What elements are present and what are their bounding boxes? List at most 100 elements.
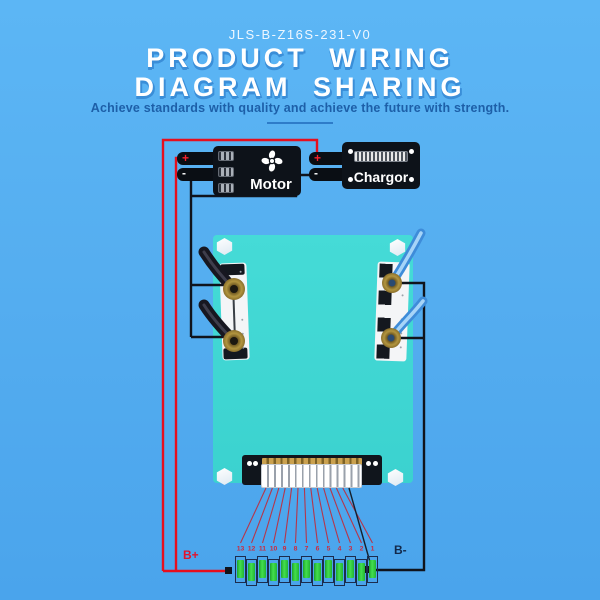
motor-plus-terminal: + xyxy=(177,152,214,165)
fan-icon xyxy=(261,150,283,172)
title-line-2: DIAGRAM SHARING xyxy=(134,72,466,102)
battery-cell: 2 xyxy=(356,545,367,590)
battery-cell: 6 xyxy=(312,545,323,590)
cell-number: 1 xyxy=(370,544,375,553)
terminal-block-icon xyxy=(218,151,234,161)
sense-wire-red xyxy=(316,487,330,544)
sense-wire-red xyxy=(342,487,373,544)
b-plus-terminal-dot xyxy=(225,567,232,574)
cell-outline xyxy=(323,556,334,583)
sense-wire-red xyxy=(310,487,319,544)
cell-outline xyxy=(279,556,290,583)
cell-outline xyxy=(268,559,279,586)
connector-body xyxy=(261,464,362,488)
cell-outline xyxy=(345,556,356,583)
cell-number: 13 xyxy=(236,544,245,553)
screw-post-icon xyxy=(389,239,406,256)
sense-wire-red xyxy=(335,487,363,544)
balance-connector xyxy=(242,455,382,488)
battery-cell: 10 xyxy=(268,545,279,590)
sense-wires xyxy=(240,487,373,544)
cell-body xyxy=(259,560,266,578)
sense-wire-red xyxy=(261,487,280,544)
cell-body xyxy=(314,563,321,581)
connector-hole-icon xyxy=(373,461,378,466)
cell-number: 7 xyxy=(304,544,309,553)
screw-icon xyxy=(409,149,414,154)
black-power-wires xyxy=(182,173,426,572)
motor-minus-terminal: - xyxy=(177,167,214,181)
sense-wire-red xyxy=(272,487,286,544)
model-code: JLS-B-Z16S-231-V0 xyxy=(228,27,372,42)
sense-wire-black xyxy=(348,487,371,563)
sense-wire-red xyxy=(240,487,267,544)
cell-outline xyxy=(257,556,268,583)
connector-pins xyxy=(262,458,362,465)
battery-cell: 5 xyxy=(323,545,334,590)
solder-core xyxy=(388,279,396,287)
cell-outline xyxy=(246,559,257,586)
screw-post-icon xyxy=(216,468,233,485)
cell-number: 9 xyxy=(282,544,287,553)
battery-cell: 4 xyxy=(334,545,345,590)
sense-wire-red xyxy=(250,487,273,544)
cell-outline xyxy=(334,559,345,586)
b-minus-label: B- xyxy=(394,543,407,557)
sense-wire-red xyxy=(283,487,293,544)
motor-label: Motor xyxy=(250,176,292,193)
chargor-box: Chargor xyxy=(342,142,420,189)
sense-wire-red xyxy=(329,487,352,544)
cell-body xyxy=(237,560,244,578)
cell-number: 8 xyxy=(293,544,298,553)
cell-body xyxy=(336,563,343,581)
screw-post-icon xyxy=(216,238,233,255)
cell-number: 4 xyxy=(337,544,342,553)
solder-core xyxy=(230,285,238,293)
cell-outline xyxy=(290,559,301,586)
cell-body xyxy=(347,560,354,578)
cell-body xyxy=(281,560,288,578)
page-title: PRODUCT WIRING DIAGRAM SHARING xyxy=(0,44,600,102)
screw-post-icon xyxy=(387,469,404,486)
cell-number: 12 xyxy=(247,544,256,553)
cell-body xyxy=(292,563,299,581)
solder-core xyxy=(387,334,395,342)
screw-icon xyxy=(348,177,353,182)
battery-cell: 1 xyxy=(367,545,378,590)
red-power-wires xyxy=(161,138,319,573)
bms-board xyxy=(213,235,413,488)
cell-number: 6 xyxy=(315,544,320,553)
screw-icon xyxy=(409,177,414,182)
page-subtitle: Achieve standards with quality and achie… xyxy=(90,101,510,115)
battery-cell: 3 xyxy=(345,545,356,590)
chargor-minus-terminal: - xyxy=(309,167,346,181)
cell-body xyxy=(358,563,365,581)
cell-outline xyxy=(301,556,312,583)
cell-number: 3 xyxy=(348,544,353,553)
battery-cell: 9 xyxy=(279,545,290,590)
cell-number: 10 xyxy=(269,544,278,553)
cell-outline xyxy=(312,559,323,586)
solder-core xyxy=(230,337,238,345)
cell-outline xyxy=(367,556,378,583)
screw-icon xyxy=(348,149,353,154)
battery-cell: 7 xyxy=(301,545,312,590)
cell-body xyxy=(325,560,332,578)
cell-number: 2 xyxy=(359,544,364,553)
solder-joints xyxy=(223,273,402,352)
cell-number: 5 xyxy=(326,544,331,553)
chargor-label: Chargor xyxy=(353,169,409,185)
cell-outline xyxy=(356,559,367,586)
battery-cell: 12 xyxy=(246,545,257,590)
battery-cell: 8 xyxy=(290,545,301,590)
cell-number: 11 xyxy=(258,544,267,553)
battery-cell: 13 xyxy=(235,545,246,590)
terminal-block-icon xyxy=(218,183,234,193)
cell-body xyxy=(369,560,376,578)
sense-wire-red xyxy=(323,487,341,544)
heatsink-grille-icon xyxy=(354,151,408,162)
title-line-1: PRODUCT WIRING xyxy=(146,43,454,73)
motor-box: Motor xyxy=(213,146,301,196)
b-plus-label: B+ xyxy=(183,548,199,562)
